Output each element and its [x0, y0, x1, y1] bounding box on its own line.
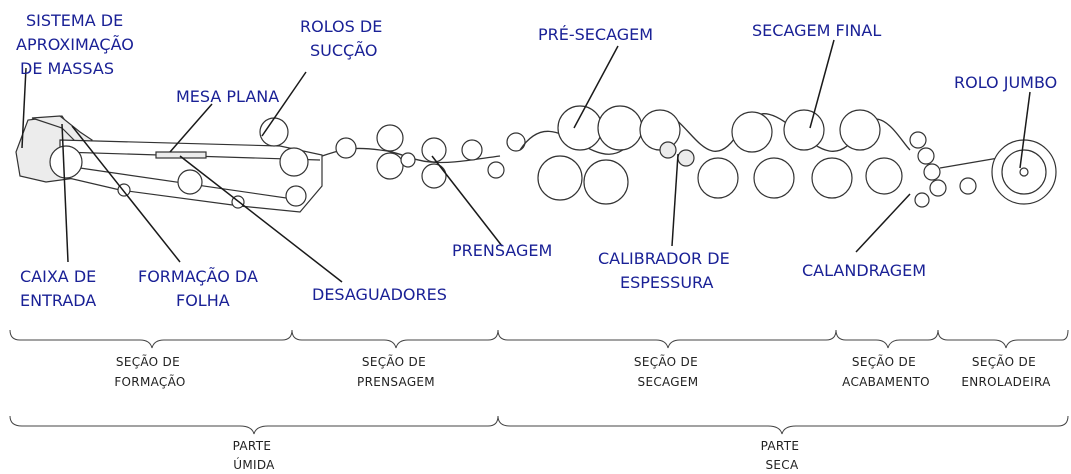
- press-roll: [335, 137, 357, 159]
- press-roll: [506, 132, 526, 152]
- label-rolos-succao: ROLOS DE SUCÇÃO: [300, 17, 387, 60]
- label-pre-secagem: PRÉ-SECAGEM: [538, 25, 653, 44]
- calender-roll: [923, 163, 941, 181]
- calender-roll: [959, 177, 977, 195]
- section-braces: [9, 329, 1069, 435]
- part-umida: PARTE ÚMIDA: [233, 439, 276, 472]
- section-enroladeira: SEÇÃO DE ENROLADEIRA: [961, 354, 1051, 389]
- dryer-cylinder: [811, 157, 853, 199]
- calender-roll: [909, 131, 927, 149]
- forming-roll: [177, 169, 203, 195]
- caliper-roll: [677, 149, 695, 167]
- section-acabamento: SEÇÃO DE ACABAMENTO: [842, 354, 930, 389]
- dryer-cylinder: [783, 109, 825, 151]
- label-calandragem: CALANDRAGEM: [802, 261, 926, 280]
- paper-machine-illustration: [15, 105, 1057, 213]
- dryer-cylinder: [583, 159, 629, 205]
- suction-roll: [285, 185, 307, 207]
- press-roll: [421, 163, 447, 189]
- label-mesa-plana: MESA PLANA: [176, 87, 279, 106]
- calender-roll: [917, 147, 935, 165]
- press-roll: [376, 152, 404, 180]
- section-secagem: SEÇÃO DE SECAGEM: [634, 354, 702, 389]
- label-prensagem: PRENSAGEM: [452, 241, 552, 260]
- label-secagem-final: SECAGEM FINAL: [752, 21, 881, 40]
- dryer-cylinder: [557, 105, 603, 151]
- part-labels: PARTE ÚMIDA PARTE SECA: [233, 439, 804, 472]
- dryer-cylinder: [537, 155, 583, 201]
- label-calibrador-espessura: CALIBRADOR DE ESPESSURA: [598, 249, 735, 292]
- dryer-cylinder: [697, 157, 739, 199]
- dryer-cylinder: [865, 157, 903, 195]
- section-labels: SEÇÃO DE FORMAÇÃO SEÇÃO DE PRENSAGEM SEÇ…: [114, 354, 1051, 389]
- leader-lines: [21, 39, 1031, 283]
- press-roll: [461, 139, 483, 161]
- press-roll: [421, 137, 447, 163]
- calender-roll: [929, 179, 947, 197]
- breast-roll: [49, 145, 83, 179]
- press-roll: [400, 152, 416, 168]
- press-roll: [487, 161, 505, 179]
- part-seca: PARTE SECA: [761, 439, 804, 472]
- label-sistema-aproximacao: SISTEMA DE APROXIMAÇÃO DE MASSAS: [16, 11, 139, 78]
- caliper-roll: [659, 141, 677, 159]
- section-prensagem: SEÇÃO DE PRENSAGEM: [357, 354, 435, 389]
- press-roll: [376, 124, 404, 152]
- section-formacao: SEÇÃO DE FORMAÇÃO: [114, 354, 185, 389]
- dryer-cylinder: [839, 109, 881, 151]
- label-desaguadores: DESAGUADORES: [312, 285, 447, 304]
- label-formacao-folha: FORMAÇÃO DA FOLHA: [138, 267, 263, 310]
- suction-roll: [279, 147, 309, 177]
- dryer-cylinder: [753, 157, 795, 199]
- foils: [155, 151, 207, 159]
- dryer-cylinder: [731, 111, 773, 153]
- label-caixa-entrada: CAIXA DE ENTRADA: [20, 267, 101, 310]
- component-labels: SISTEMA DE APROXIMAÇÃO DE MASSAS MESA PL…: [16, 11, 1057, 310]
- dryer-cylinder: [597, 105, 643, 151]
- label-rolo-jumbo: ROLO JUMBO: [954, 73, 1057, 92]
- calender-roll: [914, 192, 930, 208]
